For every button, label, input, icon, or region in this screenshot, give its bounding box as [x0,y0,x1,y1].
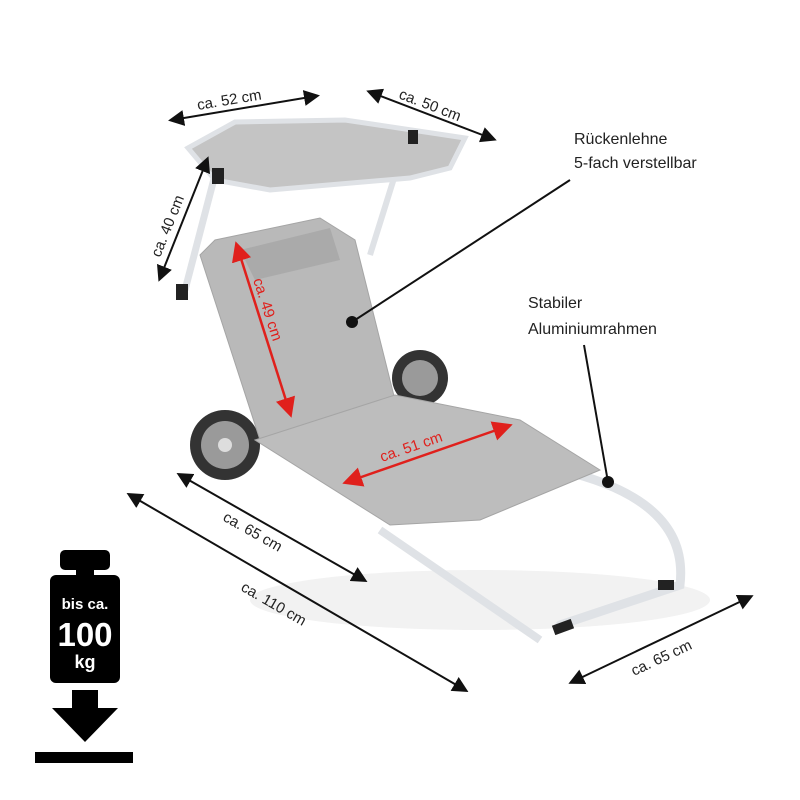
frame-callout-dot [602,476,614,488]
canopy-clamp [408,130,418,144]
lounger [176,117,710,644]
canopy [184,117,469,193]
dimension-arrow [366,88,497,143]
dimension-arrow-red [342,421,513,487]
dimension-arrow-red [232,241,295,418]
foot-cap [658,580,674,590]
weight-line3: kg [74,652,95,672]
weight-handle [60,550,110,570]
canopy-clamp [176,284,188,300]
backrest-note-line1: Rückenlehne [574,131,668,148]
total-width-label: ca. 65 cm [629,637,695,680]
frame-callout-line [583,344,609,483]
dimension-arrow [126,492,469,693]
backrest-note-line2: 5-fach verstellbar [574,155,697,172]
weight-line1: bis ca. [62,596,109,613]
canopy-depth-label: ca. 50 cm [397,86,464,125]
canopy-clamp [212,168,224,184]
wheel-front [190,410,260,480]
wheel-rear [392,350,448,406]
weight-body [50,575,120,683]
weight-capacity-icon: bis ca. 100 kg [35,550,133,763]
backrest-callout-dot [346,316,358,328]
dimension-arrow [157,156,210,282]
frame-note-line1: Stabiler [528,295,583,312]
dimension-arrow [168,90,320,126]
frame-note-line2: Aluminiumrahmen [528,321,657,338]
weight-line2: 100 [57,616,112,653]
canopy-height-label: ca. 40 cm [148,193,188,260]
ground-bar [35,752,133,763]
backrest-callout-line [351,179,571,323]
down-arrow-icon [52,690,118,742]
dimension-arrow [568,594,754,685]
canopy-pole-right [367,174,398,256]
